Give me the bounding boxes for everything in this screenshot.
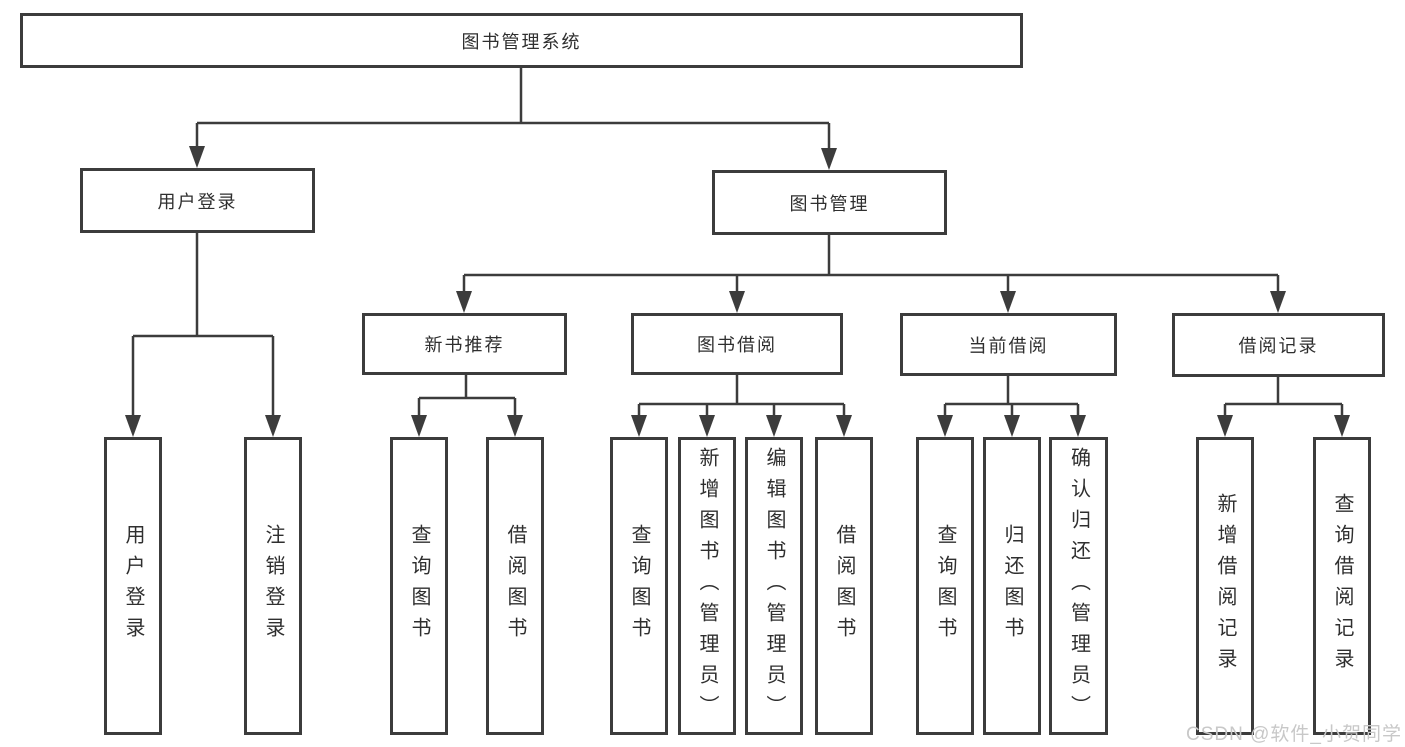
arrow-down-icon bbox=[507, 415, 523, 437]
leaf-label: 新增图书（管理员） bbox=[696, 446, 718, 726]
connector-root-to-level2 bbox=[189, 68, 837, 170]
arrow-down-icon bbox=[1000, 291, 1016, 313]
connector-current-borrowing-to-leaves bbox=[937, 376, 1086, 437]
arrow-down-icon bbox=[1217, 415, 1233, 437]
leaf-label: 归还图书 bbox=[1001, 524, 1023, 648]
node-book-management: 图书管理 bbox=[712, 170, 947, 235]
leaf-label: 借阅图书 bbox=[504, 524, 526, 648]
node-label: 借阅记录 bbox=[1238, 336, 1319, 356]
connector-borrowing-records-to-leaves bbox=[1217, 377, 1350, 437]
arrow-down-icon bbox=[1004, 415, 1020, 437]
node-new-book-recommendation: 新书推荐 bbox=[362, 313, 567, 375]
leaf-edit-book-admin: 编辑图书（管理员） bbox=[745, 437, 803, 735]
leaf-label: 用户登录 bbox=[122, 524, 144, 648]
connector-user-login-to-leaves bbox=[125, 233, 281, 437]
leaf-confirm-return-admin: 确认归还（管理员） bbox=[1049, 437, 1108, 735]
leaf-label: 确认归还（管理员） bbox=[1067, 446, 1090, 726]
arrow-down-icon bbox=[411, 415, 427, 437]
node-label: 用户登录 bbox=[157, 191, 238, 212]
arrow-down-icon bbox=[729, 291, 745, 313]
connector-book-borrowing-to-leaves bbox=[631, 375, 852, 437]
leaf-label: 查询图书 bbox=[934, 524, 956, 648]
leaf-add-borrowing-record: 新增借阅记录 bbox=[1196, 437, 1254, 735]
node-current-borrowing: 当前借阅 bbox=[900, 313, 1117, 376]
leaf-query-books-recommendation: 查询图书 bbox=[390, 437, 448, 735]
arrow-down-icon bbox=[456, 291, 472, 313]
arrow-down-icon bbox=[937, 415, 953, 437]
arrow-down-icon bbox=[1334, 415, 1350, 437]
node-user-login: 用户登录 bbox=[80, 168, 315, 233]
leaf-borrow-books-borrowing: 借阅图书 bbox=[815, 437, 873, 735]
node-label: 图书管理系统 bbox=[461, 31, 582, 52]
leaf-return-books: 归还图书 bbox=[983, 437, 1041, 735]
leaf-label: 注销登录 bbox=[262, 524, 284, 648]
connector-new-book-recommendation-to-leaves bbox=[411, 375, 523, 437]
node-book-borrowing: 图书借阅 bbox=[631, 313, 843, 375]
arrow-down-icon bbox=[699, 415, 715, 437]
node-label: 图书管理 bbox=[789, 193, 870, 214]
leaf-query-books-borrowing: 查询图书 bbox=[610, 437, 668, 735]
node-borrowing-records: 借阅记录 bbox=[1172, 313, 1385, 377]
leaf-label: 借阅图书 bbox=[833, 524, 855, 648]
arrow-down-icon bbox=[125, 415, 141, 437]
leaf-user-login: 用户登录 bbox=[104, 437, 162, 735]
arrow-down-icon bbox=[189, 146, 205, 168]
leaf-borrow-books-recommendation: 借阅图书 bbox=[486, 437, 544, 735]
arrow-down-icon bbox=[821, 148, 837, 170]
leaf-label: 查询借阅记录 bbox=[1331, 493, 1353, 679]
watermark-text: CSDN @软件_小贺同学 bbox=[1186, 724, 1402, 745]
node-label: 新书推荐 bbox=[424, 335, 505, 355]
leaf-label: 查询图书 bbox=[408, 524, 430, 648]
node-label: 图书借阅 bbox=[697, 335, 777, 355]
leaf-label: 新增借阅记录 bbox=[1214, 493, 1236, 679]
arrow-down-icon bbox=[631, 415, 647, 437]
node-label: 当前借阅 bbox=[968, 335, 1049, 356]
arrow-down-icon bbox=[766, 415, 782, 437]
connector-book-management-to-level3 bbox=[456, 235, 1286, 313]
leaf-query-borrowing-record: 查询借阅记录 bbox=[1313, 437, 1371, 735]
leaf-label: 查询图书 bbox=[628, 524, 650, 648]
leaf-query-books-current: 查询图书 bbox=[916, 437, 974, 735]
node-library-management-system: 图书管理系统 bbox=[20, 13, 1023, 68]
arrow-down-icon bbox=[1270, 291, 1286, 313]
leaf-add-book-admin: 新增图书（管理员） bbox=[678, 437, 736, 735]
leaf-logout: 注销登录 bbox=[244, 437, 302, 735]
arrow-down-icon bbox=[1070, 415, 1086, 437]
arrow-down-icon bbox=[836, 415, 852, 437]
arrow-down-icon bbox=[265, 415, 281, 437]
leaf-label: 编辑图书（管理员） bbox=[763, 446, 785, 726]
